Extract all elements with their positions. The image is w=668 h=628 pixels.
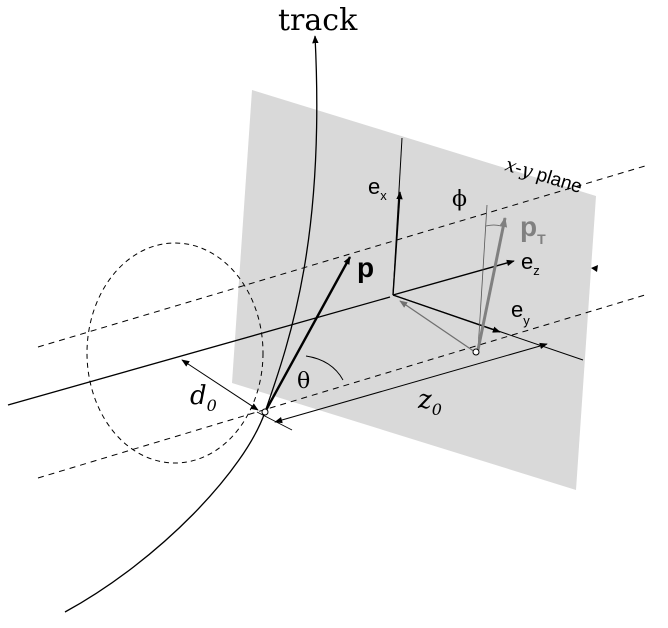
ey-label-sub: y [523,313,530,328]
xy-plane [232,90,596,490]
track-label: track [278,3,358,38]
closest-approach-point [261,408,269,416]
pt-label-main: p [520,211,537,242]
z0-label-main: z [417,385,432,415]
ex-label-sub: x [380,188,387,203]
ex-arrow [392,191,403,296]
ez-label: ez [521,249,540,278]
z0-label-sub: 0 [432,400,442,419]
phi-ref-line [477,204,488,351]
phi-label: ϕ [452,187,467,212]
track-projection-circle [86,242,264,464]
ex-label-main: e [368,174,380,199]
d0-extent-line [181,359,259,411]
z0-extent-line [274,342,548,424]
z-axis [7,296,391,406]
ey-label-main: e [511,297,523,322]
plane-edge-tick [591,265,598,272]
ez-label-sub: z [533,263,540,278]
ex-label: ex [368,174,387,203]
ey-label: ey [511,297,530,328]
d0-label: d0 [190,381,217,415]
pt-label: pT [520,211,546,247]
d0-label-main: d [190,381,207,411]
pt-origin-point [472,348,480,356]
p-label: p [357,252,374,283]
ez-label-main: e [521,249,533,274]
dashed-line-lower [37,294,646,479]
theta-label: θ [297,369,310,394]
d0-label-sub: 0 [207,396,217,415]
z0-label: z0 [417,385,442,419]
p-arrow [263,256,352,413]
theta-arc [305,355,344,381]
pt-label-sub: T [537,231,546,247]
z0-end-tick [256,411,293,431]
pt-arrow [476,217,508,351]
